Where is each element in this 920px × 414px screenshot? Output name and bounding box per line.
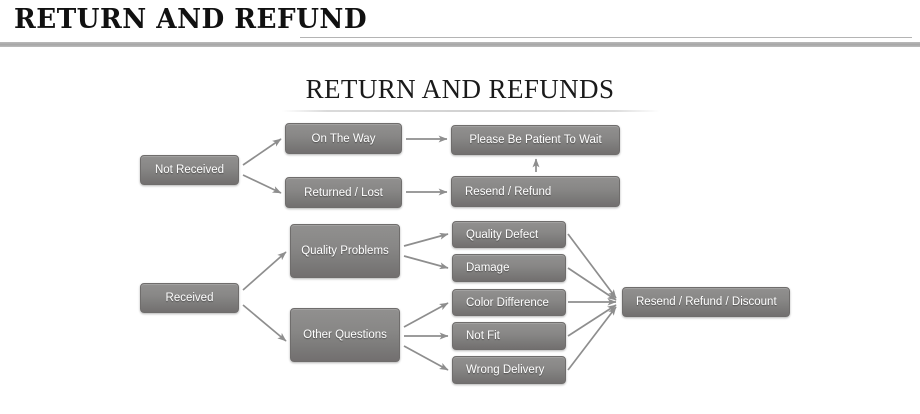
node-label: Quality Defect — [466, 228, 539, 241]
node-label: Wrong Delivery — [466, 364, 545, 376]
node-label: Damage — [466, 262, 510, 274]
node-other-questions[interactable]: Other Questions — [290, 308, 400, 362]
node-label: Other Questions — [303, 329, 387, 341]
edge-quality-problems-to-quality-defect — [403, 232, 449, 247]
node-damage[interactable]: Damage — [452, 254, 566, 282]
node-label: Received — [165, 292, 214, 304]
node-quality-defect[interactable]: Quality Defect — [452, 221, 566, 248]
node-received[interactable]: Received — [140, 283, 239, 313]
node-on-the-way[interactable]: On The Way — [285, 123, 402, 154]
edge-received-to-quality-problems — [242, 251, 287, 291]
page-title: RETURN AND REFUND — [14, 4, 368, 35]
node-quality-problems[interactable]: Quality Problems — [290, 224, 400, 278]
edge-quality-problems-to-damage — [403, 255, 449, 270]
node-label: Quality Problems — [301, 245, 389, 257]
edge-quality-defect-to-resend-refund-discount — [567, 233, 617, 299]
node-resend-refund[interactable]: Resend / Refund — [451, 176, 620, 207]
diagram-title-underline — [282, 110, 660, 112]
node-label: Please Be Patient To Wait — [469, 134, 602, 146]
edge-wrong-delivery-to-resend-refund-discount — [567, 306, 617, 371]
node-not-fit[interactable]: Not Fit — [452, 322, 566, 350]
node-wrong-delivery[interactable]: Wrong Delivery — [452, 356, 566, 384]
node-resend-refund-discount[interactable]: Resend / Refund / Discount — [622, 287, 790, 317]
edge-other-questions-to-wrong-delivery — [403, 345, 449, 371]
header-underline — [300, 37, 912, 38]
edge-received-to-other-questions — [242, 304, 287, 342]
node-not-received[interactable]: Not Received — [140, 155, 239, 185]
node-label: Returned / Lost — [304, 186, 383, 199]
edge-not-fit-to-resend-refund-discount — [567, 304, 617, 337]
node-label: On The Way — [311, 132, 376, 145]
edge-other-questions-to-color-difference — [403, 302, 449, 328]
node-label: Color Difference — [466, 296, 549, 309]
edge-not-received-to-returned-lost — [242, 174, 282, 194]
node-returned-lost[interactable]: Returned / Lost — [285, 177, 402, 208]
header-divider-bar — [0, 42, 920, 47]
page-header: RETURN AND REFUND — [0, 0, 920, 45]
edge-damage-to-resend-refund-discount — [567, 267, 617, 301]
node-label: Resend / Refund — [465, 185, 552, 198]
node-color-difference[interactable]: Color Difference — [452, 289, 566, 316]
node-label: Not Fit — [466, 330, 500, 342]
node-please-be-patient-to-wait[interactable]: Please Be Patient To Wait — [451, 125, 620, 155]
node-label: Not Received — [154, 164, 225, 176]
node-label: Resend / Refund / Discount — [636, 296, 777, 308]
edge-not-received-to-on-the-way — [242, 138, 282, 166]
diagram-title: RETURN AND REFUNDS — [305, 74, 615, 104]
